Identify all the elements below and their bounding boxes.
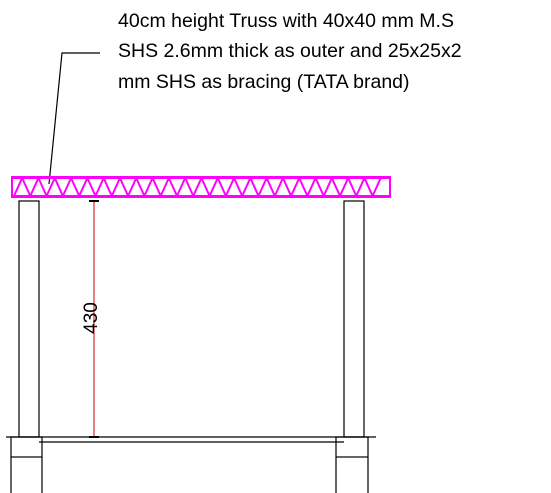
truss-brace-member <box>355 177 366 197</box>
truss-brace-member <box>257 177 268 197</box>
truss-brace-member <box>298 177 309 197</box>
truss-brace-member <box>306 177 317 197</box>
truss-brace-member <box>78 177 89 197</box>
truss-brace-member <box>110 177 121 197</box>
truss-brace-member <box>159 177 170 197</box>
truss-brace-member <box>37 177 48 197</box>
truss-brace-member <box>86 177 97 197</box>
annotation-line-3: mm SHS as bracing (TATA brand) <box>118 71 410 93</box>
truss-brace-member <box>273 177 284 197</box>
truss-bottom-chord <box>12 195 390 198</box>
truss-bracing <box>11 176 391 198</box>
truss-brace-member <box>192 177 203 197</box>
truss-brace-member <box>216 177 227 197</box>
dimension-value: 430 <box>81 302 102 334</box>
right-column-plinth <box>335 436 369 458</box>
truss-brace-member <box>339 177 350 197</box>
truss-brace-member <box>135 177 146 197</box>
height-dimension: 430 <box>81 200 102 438</box>
truss-brace-member <box>45 177 56 197</box>
truss-brace-member <box>184 177 195 197</box>
truss-brace-member <box>176 177 187 197</box>
annotation-line-2: SHS 2.6mm thick as outer and 25x25x2 <box>118 40 462 62</box>
truss-brace-member <box>70 177 81 197</box>
annotation-line-1: 40cm height Truss with 40x40 mm M.S <box>118 10 454 32</box>
truss-top-chord <box>12 176 390 179</box>
truss-brace-member <box>347 177 358 197</box>
truss-brace-member <box>151 177 162 197</box>
right-column <box>335 200 369 493</box>
truss-brace-member <box>290 177 301 197</box>
truss-brace-member <box>265 177 276 197</box>
truss-brace-member <box>233 177 244 197</box>
truss-brace-member <box>13 177 24 197</box>
left-column-shaft <box>18 200 40 438</box>
leader-line <box>48 52 100 185</box>
truss-brace-member <box>224 177 235 197</box>
truss <box>11 176 391 198</box>
truss-brace-member <box>61 177 72 197</box>
truss-brace-member <box>102 177 113 197</box>
truss-brace-member <box>200 177 211 197</box>
truss-brace-member <box>94 177 105 197</box>
truss-brace-member <box>249 177 260 197</box>
truss-brace-member <box>167 177 178 197</box>
left-column <box>10 200 43 493</box>
right-column-shaft <box>343 200 365 438</box>
truss-brace-member <box>29 177 40 197</box>
truss-brace-member <box>143 177 154 197</box>
truss-brace-member <box>127 177 138 197</box>
truss-brace-member <box>371 177 382 197</box>
truss-brace-member <box>282 177 293 197</box>
truss-brace-member <box>53 177 64 197</box>
left-column-plinth <box>10 436 43 458</box>
truss-brace-member <box>241 177 252 197</box>
truss-brace-member <box>119 177 130 197</box>
plinth-beam <box>6 436 376 443</box>
truss-brace-member <box>208 177 219 197</box>
truss-brace-member <box>363 177 374 197</box>
truss-brace-member <box>330 177 341 197</box>
truss-brace-member <box>21 177 32 197</box>
truss-brace-member <box>322 177 333 197</box>
truss-brace-member <box>314 177 325 197</box>
